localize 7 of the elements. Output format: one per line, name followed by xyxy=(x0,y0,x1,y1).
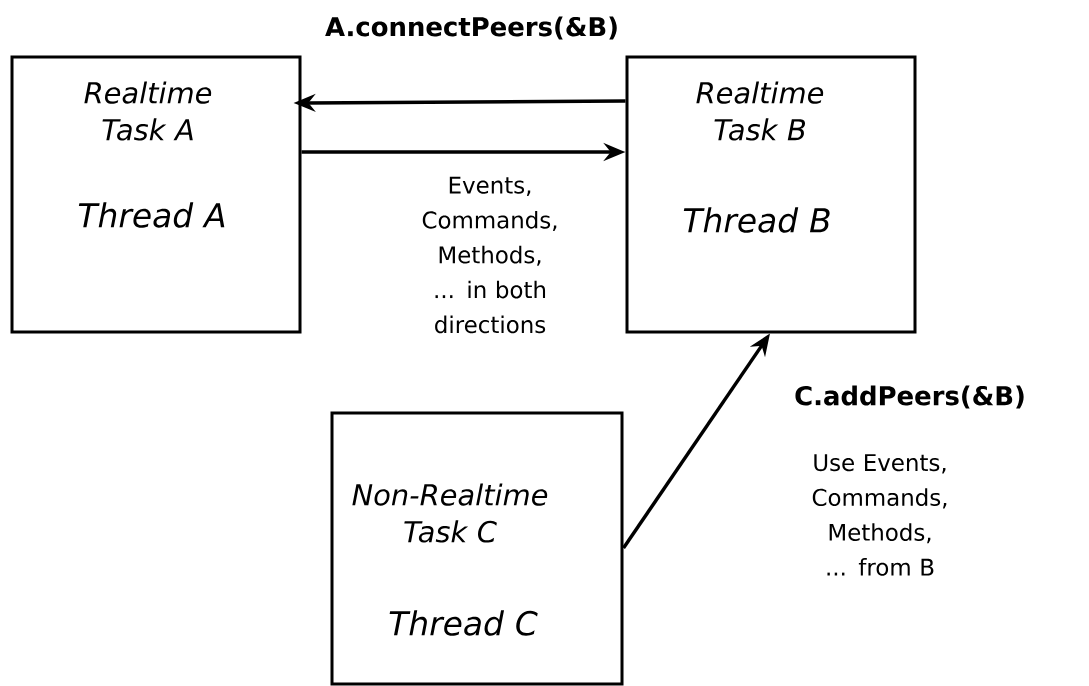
task-box: Realtime Task A Thread A xyxy=(10,55,302,334)
call-label: C.addPeers(&B) xyxy=(795,385,1024,409)
note-text: Use Events, Commands, Methods, ... from B xyxy=(812,454,947,576)
note-text: Events, Commands, Methods, ... in both directions xyxy=(422,176,557,334)
task-box: Realtime Task B Thread B xyxy=(625,55,917,334)
call-label: A.connectPeers(&B) xyxy=(325,16,617,40)
task-box: Non-Realtime Task C Thread C xyxy=(330,411,624,686)
